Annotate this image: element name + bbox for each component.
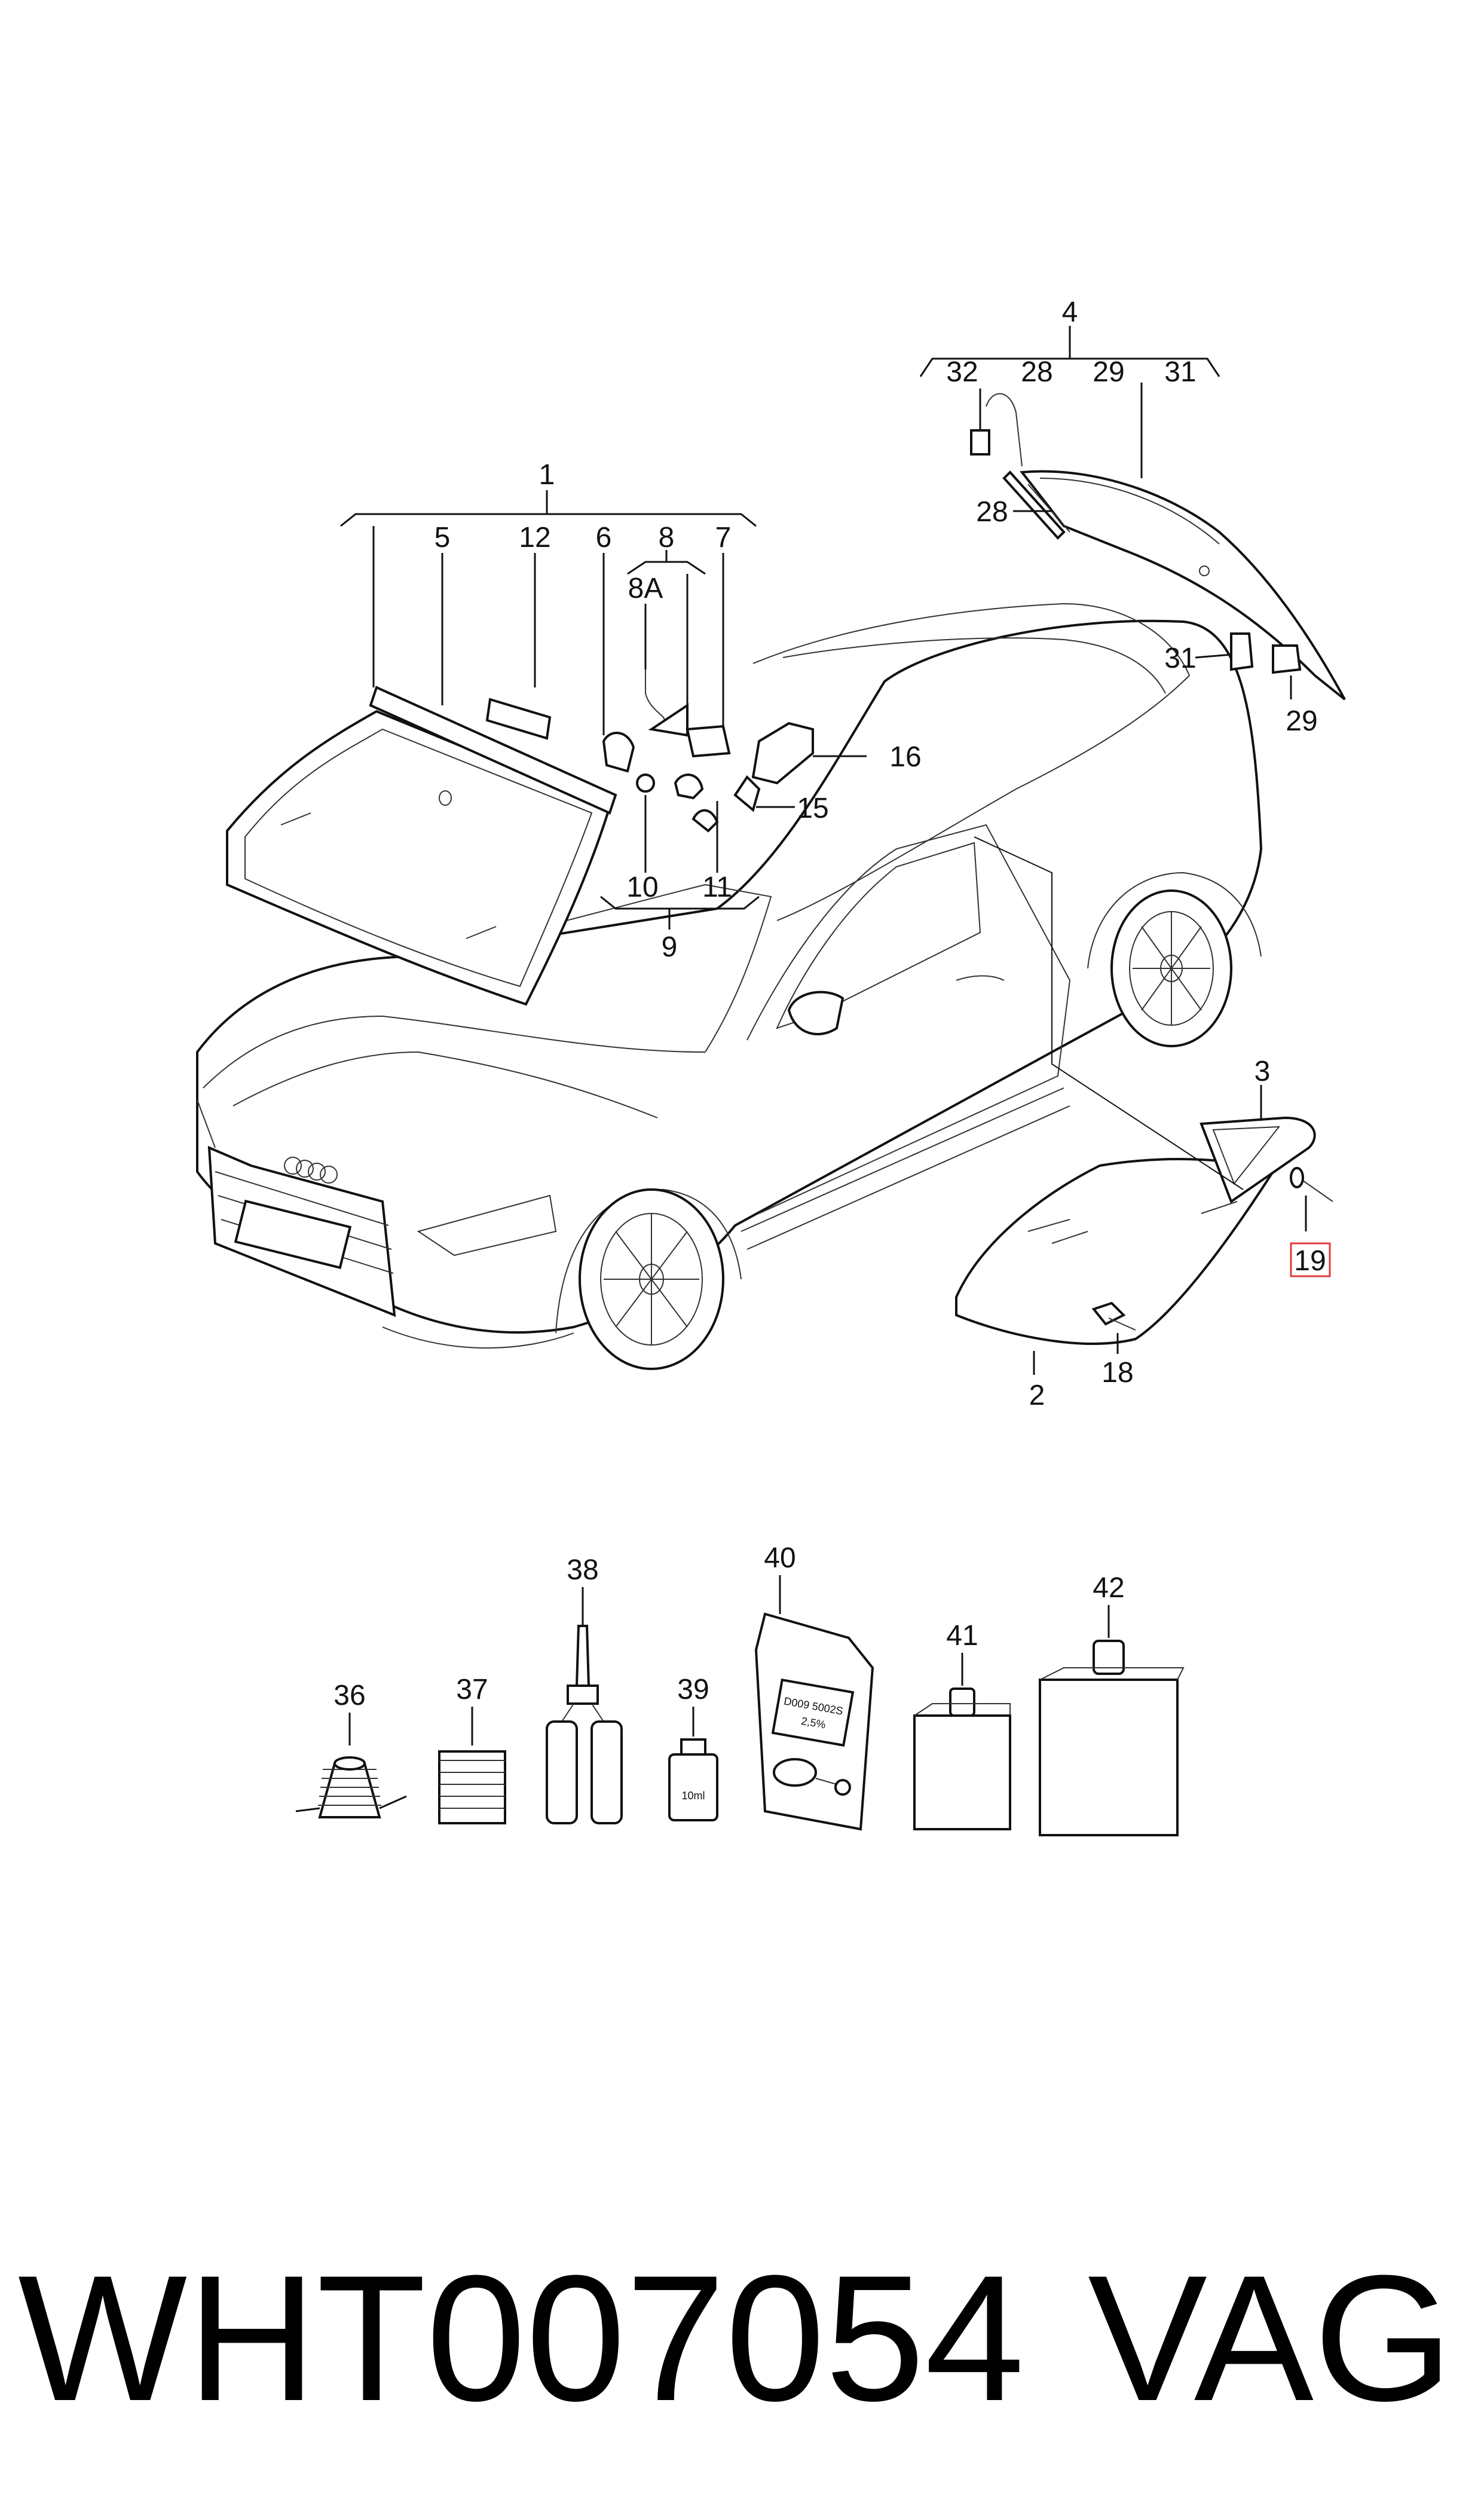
callout-7: 7 [715,522,732,554]
callout-5: 5 [435,522,451,554]
callout-10: 10 [626,872,658,903]
callout-32: 32 [946,356,978,388]
callout-38: 38 [567,1554,598,1586]
callout-28-side: 28 [976,496,1008,528]
rear-wheel [1110,889,1232,1047]
callout-29-side: 29 [1286,705,1317,737]
callout-9: 9 [662,931,678,963]
callout-40: 40 [764,1542,795,1574]
bottle-41: 41 [913,1620,1011,1830]
bottle-42: 42 [1039,1572,1185,1836]
audi-rings-logo [284,1157,338,1184]
brand-text: VAG [1088,2237,1453,2438]
callout-19-highlight-box [1290,1242,1331,1277]
callout-37: 37 [456,1674,488,1705]
callout-28-top: 28 [1021,356,1052,388]
car-body-illustration [196,603,1263,1370]
callout-8: 8 [659,522,675,554]
callout-4: 4 [1062,296,1078,328]
callout-3: 3 [1254,1056,1271,1087]
callout-39: 39 [677,1674,709,1705]
callout-8a: 8A [628,573,663,604]
windshield-part [226,686,617,1006]
leader-lines [340,326,1307,1375]
screw-part [1091,1301,1136,1331]
rear-window-part [970,393,1346,701]
callout-11: 11 [702,872,732,903]
part-number-text: WHT007054 [18,2237,1024,2438]
sensor-parts [602,670,814,833]
clip-part [1230,632,1254,671]
callout-42: 42 [1093,1572,1124,1604]
callout-31-side: 31 [1164,643,1196,674]
callout-1: 1 [539,459,555,491]
spring-coil-37: 37 [438,1674,506,1824]
callout-41: 41 [946,1620,978,1652]
trim-strip-part [485,698,552,740]
callout-12: 12 [519,522,550,554]
pin-part [1290,1167,1333,1202]
callout-labels: 1 5 12 6 8 7 8A 16 15 10 11 9 4 32 28 29… [435,296,1331,1411]
vial-39: 39 10ml [668,1674,718,1821]
front-wheel [579,1188,724,1370]
wire-coil-36: 36 [295,1680,407,1818]
callout-15: 15 [797,793,828,824]
dual-applicator-38: 38 [546,1554,623,1824]
callout-29-top: 29 [1093,356,1124,388]
pouch-40: 40 D009 5002S 2,5% [754,1542,874,1831]
vial-label: 10ml [681,1790,705,1802]
callout-6: 6 [596,522,612,554]
callout-36: 36 [333,1680,365,1711]
callout-31-top: 31 [1164,356,1196,388]
callout-16: 16 [889,741,921,773]
callout-19: 19 [1294,1245,1326,1277]
callout-2: 2 [1029,1380,1045,1411]
clip-cap-part [1272,644,1302,674]
callout-18: 18 [1101,1357,1133,1389]
